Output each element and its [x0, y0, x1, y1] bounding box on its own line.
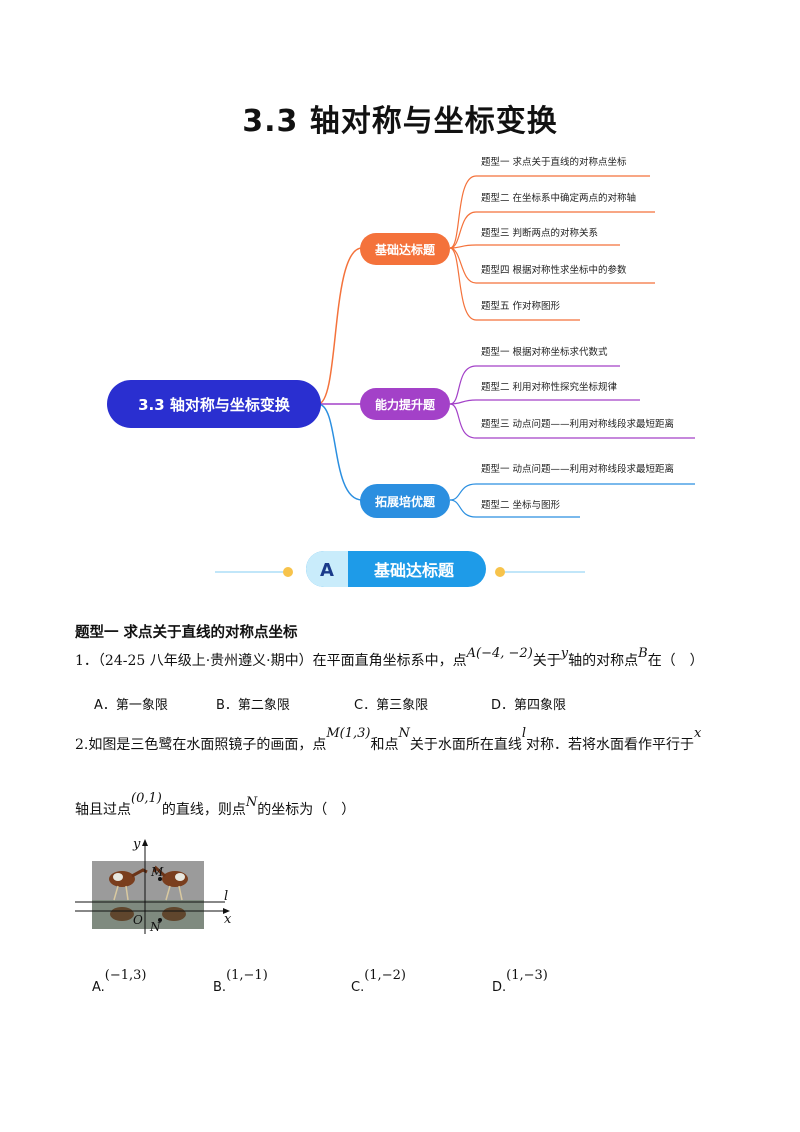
branch-basic-leaves [449, 175, 655, 321]
q2-point-n: N [398, 726, 410, 741]
q2-line-l: l [521, 726, 527, 741]
page-title: 3.3 轴对称与坐标变换 [242, 104, 558, 139]
q2-text: 轴且过点 [75, 802, 131, 818]
q2-option-value: (−1,3) [104, 968, 147, 983]
banner-letter: A [320, 560, 334, 581]
leaf-basic-2: 题型二 在坐标系中确定两点的对称轴 [481, 192, 636, 204]
q2-text: 和点 [370, 737, 399, 753]
leaf-extend-2: 题型二 坐标与图形 [481, 499, 561, 511]
banner-right-dot [495, 567, 505, 577]
point-n-marker [158, 918, 162, 922]
q1-source: （24-25 八年级上·贵州遵义·期中） [97, 653, 313, 669]
q2-point-n-2: N [245, 795, 258, 810]
water-surface [92, 900, 204, 929]
leaf-basic-3: 题型三 判断两点的对称关系 [481, 227, 598, 239]
leaf-basic-1: 题型一 求点关于直线的对称点坐标 [481, 156, 627, 168]
section-banner: A 基础达标题 [215, 551, 585, 587]
fig-label-y: y [132, 837, 141, 852]
mindmap-branch-basic-label: 基础达标题 [374, 242, 436, 257]
q2-option-letter: D. [492, 980, 507, 995]
q1-point-a: A(−4, −2) [466, 646, 533, 661]
q1-text: 关于 [532, 653, 561, 669]
q2-option-letter: C. [351, 980, 365, 995]
q2-point-m: M(1,3) [326, 726, 371, 741]
fig-label-o: O [133, 913, 143, 927]
heron-figure: y x l M N O [75, 837, 232, 934]
section-heading: 题型一 求点关于直线的对称点坐标 [75, 625, 298, 641]
q1-point-b: B [638, 646, 648, 661]
fig-label-m: M [150, 865, 164, 879]
question-2-line-2: 轴且过点(0,1)的直线，则点N的坐标为（ ） [75, 791, 356, 819]
q2-option-value: (1,−2) [364, 968, 406, 983]
q2-option-d[interactable]: D.(1,−3) [492, 968, 548, 995]
q1-option-a[interactable]: A．第一象限 [94, 698, 168, 713]
branch-ability-leaves [449, 365, 695, 439]
q1-option-b[interactable]: B．第二象限 [216, 698, 290, 713]
x-axis-arrow-icon [223, 908, 230, 914]
fig-label-n: N [149, 920, 161, 934]
mindmap-branch-ability-label: 能力提升题 [375, 397, 436, 412]
mindmap-root-node [107, 380, 321, 428]
connector-root-basic [317, 247, 363, 405]
banner-label: 基础达标题 [373, 561, 455, 580]
question-2-line-1: 2.如图是三色鹭在水面照镜子的画面，点M(1,3)和点N关于水面所在直线l对称．… [75, 726, 775, 754]
q2-option-c[interactable]: C.(1,−2) [351, 968, 406, 995]
mindmap-branch-basic [360, 233, 450, 265]
question-1: 1．（24-25 八年级上·贵州遵义·期中）在平面直角坐标系中，点A(−4, −… [75, 646, 775, 670]
connector-root-extend [317, 403, 363, 501]
branch-extend-leaves [449, 483, 695, 518]
q2-text: 2.如图是三色鹭在水面照镜子的画面，点 [75, 737, 327, 753]
q2-point-01: (0,1) [131, 791, 162, 806]
q2-option-letter: B. [213, 980, 227, 995]
leaf-ability-1: 题型一 根据对称坐标求代数式 [481, 346, 608, 358]
mindmap-branch-extend-label: 拓展培优题 [375, 494, 436, 509]
y-axis-arrow-icon [142, 839, 148, 846]
q1-text: 在平面直角坐标系中，点 [312, 653, 467, 669]
leaf-basic-5: 题型五 作对称图形 [481, 300, 561, 312]
q2-text: 关于水面所在直线 [409, 737, 522, 753]
q2-text: 的坐标为（ ） [257, 802, 356, 818]
point-m-marker [158, 877, 162, 881]
q2-option-a[interactable]: A.(−1,3) [92, 968, 147, 995]
q1-option-d[interactable]: D．第四象限 [491, 698, 567, 713]
banner-left-dot [283, 567, 293, 577]
leaf-extend-1: 题型一 动点问题——利用对称线段求最短距离 [481, 463, 674, 475]
q2-text: 的直线，则点 [161, 802, 246, 818]
q2-option-value: (1,−3) [506, 968, 548, 983]
leaf-ability-2: 题型二 利用对称性探究坐标规律 [481, 381, 618, 393]
q2-option-value: (1,−1) [226, 968, 268, 983]
fig-label-x: x [224, 912, 232, 927]
fig-label-l: l [224, 889, 228, 904]
q1-text: 在（ ） [647, 653, 704, 669]
q2-text: 对称．若将水面看作平行于 [526, 737, 695, 753]
mindmap-branch-ability [360, 388, 450, 420]
q1-text: 轴的对称点 [568, 653, 639, 669]
q1-number: 1． [75, 653, 98, 669]
mindmap-branch-extend [360, 484, 450, 518]
q1-option-c[interactable]: C．第三象限 [354, 698, 429, 713]
mindmap-root-label: 3.3 轴对称与坐标变换 [138, 396, 291, 414]
leaf-basic-4: 题型四 根据对称性求坐标中的参数 [481, 264, 627, 276]
banner-pill [306, 551, 486, 587]
mind-map: 3.3 轴对称与坐标变换 基础达标题 能力提升题 拓展培优题 题型一 求点关于直… [107, 156, 695, 518]
q2-option-letter: A. [92, 980, 105, 995]
leaf-ability-3: 题型三 动点问题——利用对称线段求最短距离 [481, 418, 674, 430]
q1-axis: y [560, 646, 569, 661]
q2-axis-x: x [694, 726, 702, 741]
q2-option-b[interactable]: B.(1,−1) [213, 968, 268, 995]
